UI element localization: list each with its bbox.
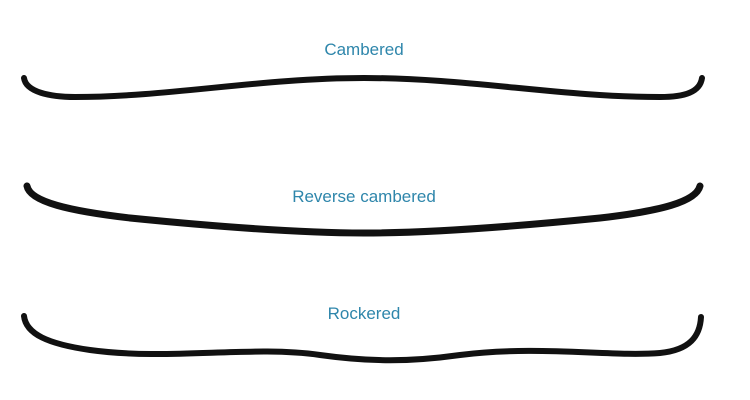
profile-cambered: Cambered	[21, 40, 705, 100]
profile-rockered: Rockered	[21, 304, 704, 364]
profile-label-reverse-cambered: Reverse cambered	[292, 187, 436, 206]
profile-label-rockered: Rockered	[328, 304, 401, 323]
profile-label-cambered: Cambered	[324, 40, 403, 59]
profile-reverse-cambered: Reverse cambered	[23, 182, 704, 237]
cambered-profile-line	[21, 75, 705, 100]
rockered-profile-line	[21, 313, 704, 364]
reverse-cambered-profile-line	[23, 182, 704, 237]
